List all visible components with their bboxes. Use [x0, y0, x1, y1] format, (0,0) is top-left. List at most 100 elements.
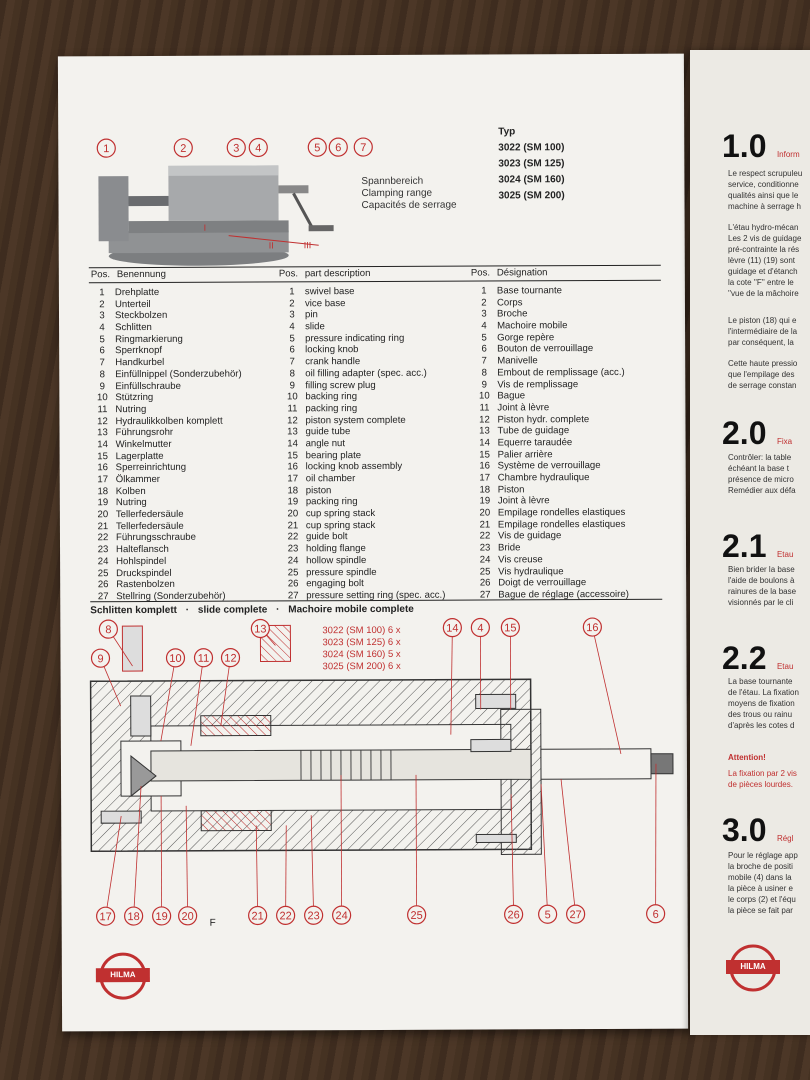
text-line: d'après les cotes d	[728, 721, 795, 730]
callout-circle	[332, 905, 352, 925]
callout-number: 4	[255, 142, 261, 154]
part-name: Vis de guidage	[497, 530, 562, 542]
callout-number: 12	[224, 653, 236, 665]
pos-number: 23	[97, 544, 109, 556]
roman-2: II	[268, 240, 274, 251]
part-name: oil filling adapter (spec. acc.)	[305, 367, 427, 380]
callout-circle	[504, 904, 524, 924]
part-name: Drehplatte	[114, 286, 160, 299]
part-name: packing ring	[305, 496, 358, 508]
text-line: de serrage constan	[728, 381, 797, 390]
pos-number: 14	[97, 439, 108, 451]
part-name: Corps	[496, 297, 523, 309]
pos-number: 7	[99, 357, 105, 369]
part-name: Machoire mobile	[497, 320, 568, 332]
section-number: 3.0	[722, 812, 767, 848]
section-number: 2.1	[722, 528, 767, 564]
part-name: locking knob assembly	[305, 461, 403, 473]
part-name: pressure indicating ring	[305, 332, 405, 345]
callout-number: 11	[198, 653, 209, 665]
section-number: 2.2	[722, 640, 767, 676]
part-name: bearing plate	[305, 449, 362, 461]
part-name: Sperreinrichtung	[115, 462, 187, 474]
part-name: oil chamber	[305, 473, 356, 485]
callout-circle	[98, 619, 118, 639]
separator: ·	[185, 604, 190, 616]
pos-number: 20	[97, 509, 109, 521]
part-name: Schlitten	[115, 322, 152, 334]
pos-number: 25	[479, 565, 491, 578]
part-name: cup spring stack	[305, 508, 376, 520]
typ-model: 3022 (SM 100)	[498, 142, 565, 154]
pos-number: 22	[287, 531, 299, 543]
callout-circle	[442, 618, 462, 638]
callout-circle	[220, 648, 241, 668]
pos-number: 26	[287, 578, 299, 590]
text-line: la pièce se fait par	[728, 906, 793, 915]
leader-line	[510, 794, 515, 915]
leader-line	[220, 657, 231, 726]
pos-number: 18	[479, 484, 491, 496]
pos-number: 3	[99, 310, 105, 322]
pos-number: 20	[287, 508, 299, 520]
leader-line	[105, 816, 122, 917]
hilma-logo-page-2: HILMA	[724, 943, 782, 993]
callout-circle	[152, 906, 172, 926]
vice-drawing	[98, 165, 334, 266]
callout-number: 19	[155, 911, 167, 923]
pos-number: 9	[481, 379, 488, 391]
part-name: Rastenbolzen	[116, 579, 175, 591]
callout-number: 27	[569, 909, 581, 921]
part-name: Hydraulikkolben komplett	[115, 415, 223, 427]
leader-line	[450, 627, 453, 735]
part-name: Handkurbel	[115, 357, 165, 369]
part-name: Piston hydr. complete	[497, 413, 590, 426]
callout-circle	[226, 137, 246, 158]
leader-line	[190, 657, 204, 746]
vice-body-section	[89, 678, 674, 855]
callout-number: 7	[360, 142, 366, 154]
pos-number: 19	[97, 497, 109, 509]
callout-circle	[173, 138, 193, 158]
pos-number: 7	[289, 356, 295, 368]
callout-number: 14	[446, 623, 458, 635]
leader-line	[415, 774, 418, 915]
callout-number: 1	[103, 143, 109, 155]
callout-number: 20	[181, 911, 193, 923]
part-name: Führungsrohr	[115, 427, 174, 439]
part-name: Stützring	[115, 392, 154, 404]
part-name: Vis hydraulique	[498, 565, 564, 577]
clamping-range-labels: Spannbereich Clamping range Capacités de…	[361, 176, 456, 212]
section-title: Fixa	[776, 437, 793, 446]
part-name: Nutring	[115, 497, 147, 509]
section-2-1-heading: 2.1 Etau	[722, 528, 793, 565]
pos-number: 26	[97, 579, 109, 591]
